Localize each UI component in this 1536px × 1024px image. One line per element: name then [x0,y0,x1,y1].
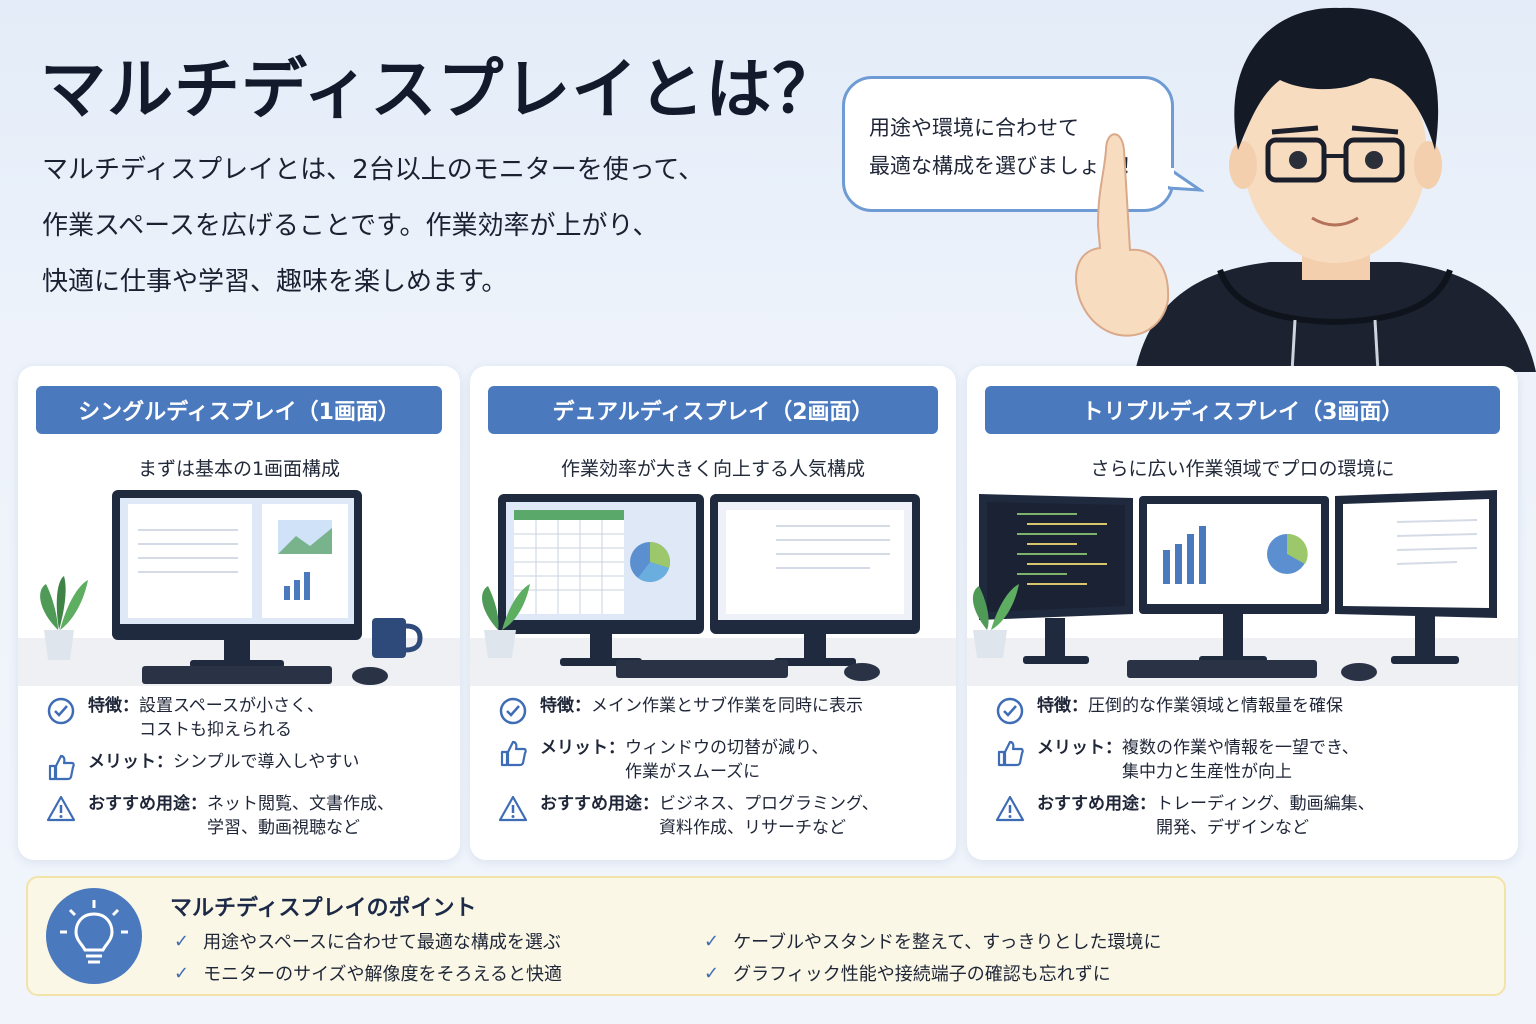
single-display-illustration [18,480,460,688]
usage-text: ビジネス、プログラミング、 資料作成、リサーチなど [659,794,879,838]
tip-item: ✓グラフィック性能や接続端子の確認も忘れずに [704,962,1111,986]
check-icon: ✓ [174,930,190,952]
dual-display-illustration [470,480,956,688]
card-subtitle: まずは基本の1画面構成 [137,458,341,480]
usage-row: おすすめ用途： トレーディング、動画編集、 開発、デザインなど [993,792,1510,840]
intro-line: 作業スペースを広げることです。作業効率が上がり、 [42,211,659,241]
card-triple-display: トリプルディスプレイ（3画面） さらに広い作業領域でプロの環境に [967,366,1518,860]
feature-row: 特徴： メイン作業とサブ作業を同時に表示 [496,694,948,728]
warning-icon [44,792,78,826]
bubble-line: 最適な構成を選びましょう！ [869,154,1142,178]
tips-panel: マルチディスプレイのポイント ✓用途やスペースに合わせて最適な構成を選ぶ ✓モニ… [26,876,1506,996]
tip-item: ✓ケーブルやスタンドを整えて、すっきりとした環境に [704,930,1162,954]
usage-label: おすすめ用途： [1037,794,1156,814]
page-title: マルチディスプレイとは？ [40,51,840,128]
intro-text: マルチディスプレイとは、2台以上のモニターを使って、 作業スペースを広げることで… [42,142,704,310]
usage-row: おすすめ用途： ビジネス、プログラミング、 資料作成、リサーチなど [496,792,948,840]
card-title: シングルディスプレイ（1画面） [36,386,442,434]
card-title: デュアルディスプレイ（2画面） [488,386,938,434]
merit-label: メリット： [88,752,173,772]
card-dual-display: デュアルディスプレイ（2画面） 作業効率が大きく向上する人気構成 [470,366,956,860]
merit-row: メリット： 複数の作業や情報を一望でき、 集中力と生産性が向上 [993,736,1510,784]
feature-label: 特徴： [1037,696,1088,716]
bubble-line: 用途や環境に合わせて [869,116,1079,140]
feature-text: 設置スペースが小さく、 コストも抑えられる [139,696,324,740]
merit-row: メリット： ウィンドウの切替が減り、 作業がスムーズに [496,736,948,784]
triple-display-illustration [967,480,1518,688]
card-single-display: シングルディスプレイ（1画面） まずは基本の1画面構成 [18,366,460,860]
feature-label: 特徴： [88,696,139,716]
usage-text: トレーディング、動画編集、 開発、デザインなど [1156,794,1375,838]
check-icon: ✓ [704,962,720,984]
warning-icon [496,792,530,826]
merit-label: メリット： [1037,738,1122,758]
check-icon: ✓ [174,962,190,984]
feature-row: 特徴： 圧倒的な作業領域と情報量を確保 [993,694,1510,728]
merit-label: メリット： [540,738,625,758]
thumbs-up-icon [44,750,78,784]
usage-text: ネット閲覧、文書作成、 学習、動画視聴など [207,794,394,838]
usage-label: おすすめ用途： [540,794,659,814]
tip-item: ✓モニターのサイズや解像度をそろえると快適 [174,962,563,986]
check-circle-icon [44,694,78,728]
intro-line: 快適に仕事や学習、趣味を楽しめます。 [42,267,508,297]
lightbulb-icon [46,888,142,984]
card-title: トリプルディスプレイ（3画面） [985,386,1500,434]
usage-row: おすすめ用途： ネット閲覧、文書作成、 学習、動画視聴など [44,792,452,840]
guide-character-illustration [1075,7,1536,372]
check-icon: ✓ [704,930,720,952]
thumbs-up-icon [496,736,530,770]
feature-row: 特徴： 設置スペースが小さく、 コストも抑えられる [44,694,452,742]
bubble-tail [1168,168,1204,192]
merit-text: 複数の作業や情報を一望でき、 集中力と生産性が向上 [1122,738,1359,782]
check-circle-icon [993,694,1027,728]
card-subtitle: さらに広い作業領域でプロの環境に [1090,458,1395,480]
tip-item: ✓用途やスペースに合わせて最適な構成を選ぶ [174,930,561,954]
feature-text: 圧倒的な作業領域と情報量を確保 [1088,696,1343,716]
usage-label: おすすめ用途： [88,794,207,814]
merit-row: メリット： シンプルで導入しやすい [44,750,452,784]
intro-line: マルチディスプレイとは、2台以上のモニターを使って、 [42,155,705,185]
merit-text: ウィンドウの切替が減り、 作業がスムーズに [625,738,829,782]
check-circle-icon [496,694,530,728]
feature-label: 特徴： [540,696,591,716]
merit-text: シンプルで導入しやすい [173,752,360,772]
tips-title: マルチディスプレイのポイント [170,896,477,921]
feature-text: メイン作業とサブ作業を同時に表示 [591,696,863,716]
thumbs-up-icon [993,736,1027,770]
card-subtitle: 作業効率が大きく向上する人気構成 [560,458,865,480]
warning-icon [993,792,1027,826]
